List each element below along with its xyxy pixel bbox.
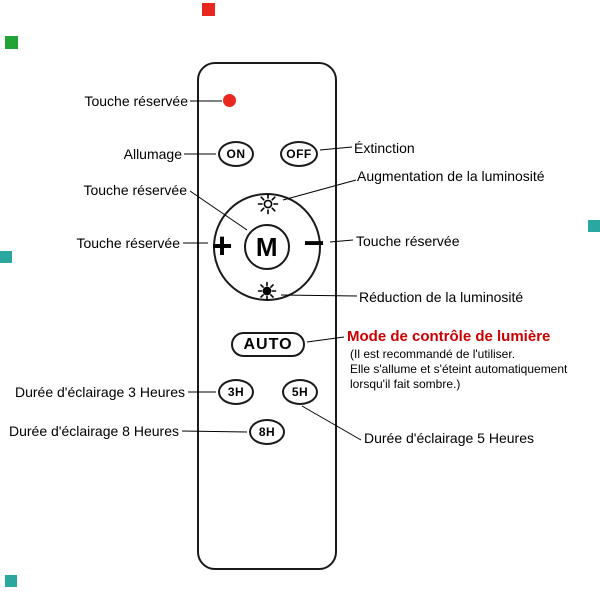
brightness-up-icon[interactable] [257,193,279,215]
timer-5h-button[interactable]: 5H [282,379,318,405]
plus-button[interactable]: + [211,225,233,266]
label-mode-desc-line2: Elle s'allume et s'éteint automatiquemen… [350,362,568,376]
label-reserved-m: Touche réservée [83,182,187,198]
label-duree-3h: Durée d'éclairage 3 Heures [15,384,185,400]
on-button[interactable]: ON [218,141,254,167]
brightness-down-icon[interactable] [256,280,278,302]
label-extinction: Éxtinction [354,140,415,156]
auto-button[interactable]: AUTO [231,332,305,357]
mode-m-button[interactable]: M [244,224,290,270]
remote-body [197,62,337,570]
label-augmentation: Augmentation de la luminosité [357,168,545,184]
off-button[interactable]: OFF [280,141,318,167]
label-reserved-plus: Touche réservée [76,235,180,251]
marker-square-green [5,36,18,49]
label-reduction: Réduction de la luminosité [359,289,524,305]
label-mode-desc-line1: (Il est recommandé de l'utiliser. [350,347,516,361]
timer-8h-button[interactable]: 8H [249,419,285,445]
marker-square-teal-left [0,251,12,263]
marker-square-teal-right [588,220,600,232]
marker-square-teal-bottom [5,575,17,587]
label-allumage: Allumage [123,146,182,162]
label-mode-title: Mode de contrôle de lumière [347,328,551,345]
minus-button[interactable]: − [303,222,325,263]
label-duree-8h: Durée d'éclairage 8 Heures [9,423,179,439]
reserved-indicator-dot [223,94,236,107]
marker-square-red [202,3,215,16]
timer-3h-button[interactable]: 3H [218,379,254,405]
label-reserved-top: Touche réservée [84,93,188,109]
label-mode-desc-line3: lorsqu'il fait sombre.) [350,377,461,391]
label-duree-5h: Durée d'éclairage 5 Heures [364,430,534,446]
label-reserved-minus: Touche réservée [356,233,460,249]
